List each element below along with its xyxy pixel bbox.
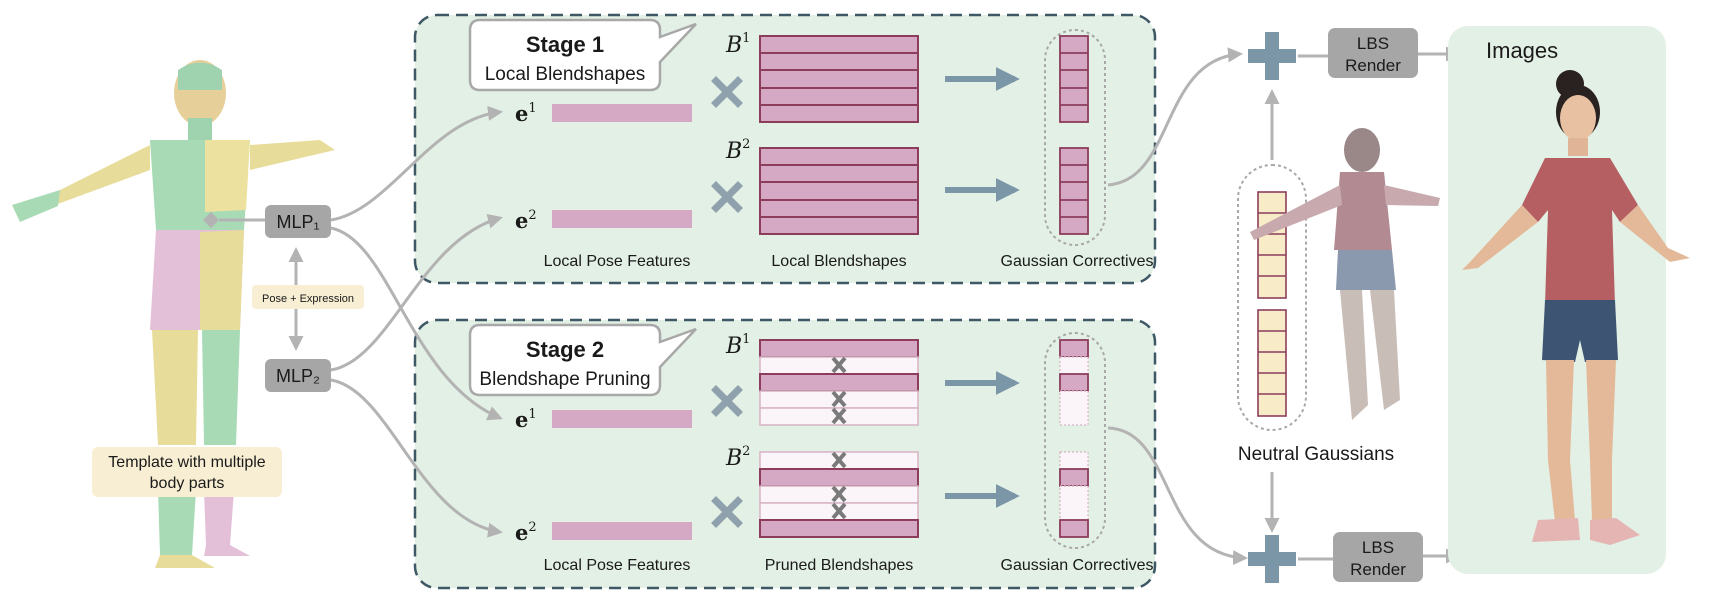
stage1-e1-symbol: e1 — [515, 101, 537, 126]
template-body-figure — [12, 60, 335, 568]
lbs-render-top-box — [1328, 28, 1418, 78]
stage2-corrective-column-1 — [1059, 339, 1089, 426]
stage1-title: Stage 1 — [526, 32, 604, 57]
plus-icon-top — [1248, 32, 1296, 80]
stage1-blendshape-matrix-1 — [759, 35, 919, 123]
neutral-gaussian-column-1 — [1257, 191, 1287, 299]
stage1-e1-feature — [552, 104, 692, 122]
stage2-e2-symbol: e2 — [515, 520, 537, 545]
stage1-blendshape-matrix-2 — [759, 147, 919, 235]
lbs-render-top-line1: LBS — [1357, 34, 1389, 53]
stage2-pruned-matrix-1 — [759, 339, 919, 426]
stage2-caption-pose-features: Local Pose Features — [544, 557, 691, 574]
stage1-e2-symbol: e2 — [515, 208, 537, 233]
gaussian-avatar-figure — [1250, 128, 1440, 420]
stage1-subtitle: Local Blendshapes — [485, 64, 646, 85]
stage2-caption-blendshapes: Pruned Blendshapes — [765, 557, 914, 574]
lbs-render-bottom-line1: LBS — [1362, 538, 1394, 557]
plus-icon-bottom — [1248, 535, 1296, 583]
stage2-correctives-capsule — [1044, 332, 1106, 549]
stage1-multiply-icon-1 — [711, 76, 743, 108]
stage2-e1-feature — [552, 410, 692, 428]
stage2-multiply-icon-2 — [711, 496, 743, 528]
stage2-e2-feature — [552, 522, 692, 540]
lbs-render-bottom-line2: Render — [1350, 560, 1406, 579]
stage2-callout — [468, 323, 697, 397]
stage1-correctives-capsule — [1044, 29, 1106, 246]
stage1-multiply-icon-2 — [711, 181, 743, 213]
template-caption-line2: body parts — [150, 475, 225, 492]
stage1-corrective-column-2 — [1059, 147, 1089, 235]
stage2-b1-symbol: B1 — [725, 332, 750, 359]
stage2-caption-correctives: Gaussian Correctives — [1001, 557, 1154, 574]
stage1-caption-correctives: Gaussian Correctives — [1001, 253, 1154, 270]
template-caption-line1: Template with multiple — [108, 454, 266, 471]
neutral-gaussians-label: Neutral Gaussians — [1238, 444, 1394, 465]
lbs-render-top-line2: Render — [1345, 56, 1401, 75]
rendered-person-figure — [1462, 70, 1690, 545]
stage1-e2-feature — [552, 210, 692, 228]
stage2-multiply-icon-1 — [711, 385, 743, 417]
pose-expression-tag — [252, 285, 364, 309]
stage2-e1-symbol: e1 — [515, 407, 537, 432]
stage1-callout — [468, 18, 697, 92]
images-label: Images — [1486, 38, 1558, 63]
stage2-corrective-column-2 — [1059, 451, 1089, 538]
stage1-b1-symbol: B1 — [725, 31, 750, 58]
template-caption-box — [92, 447, 282, 497]
mlp2-label: MLP₂ — [276, 366, 320, 386]
mlp1-label: MLP₁ — [276, 212, 319, 232]
stage2-title: Stage 2 — [526, 337, 604, 362]
neutral-gaussians-capsule — [1237, 164, 1307, 431]
stage1-b2-symbol: B2 — [725, 137, 750, 164]
stage2-prune-marks-2 — [831, 451, 847, 520]
stage1-corrective-column-1 — [1059, 35, 1089, 123]
stage1-caption-pose-features: Local Pose Features — [544, 253, 691, 270]
stage2-subtitle: Blendshape Pruning — [479, 369, 650, 390]
mlp1-box — [265, 205, 331, 238]
neutral-gaussian-column-2 — [1257, 309, 1287, 417]
stage2-b2-symbol: B2 — [725, 444, 750, 471]
stage2-prune-marks-1 — [831, 356, 847, 425]
pose-expression-label: Pose + Expression — [262, 293, 354, 305]
flow-arrows — [330, 47, 1248, 566]
stage1-caption-blendshapes: Local Blendshapes — [771, 253, 906, 270]
mlp2-box — [265, 359, 331, 392]
lbs-render-bottom-box — [1333, 532, 1423, 582]
